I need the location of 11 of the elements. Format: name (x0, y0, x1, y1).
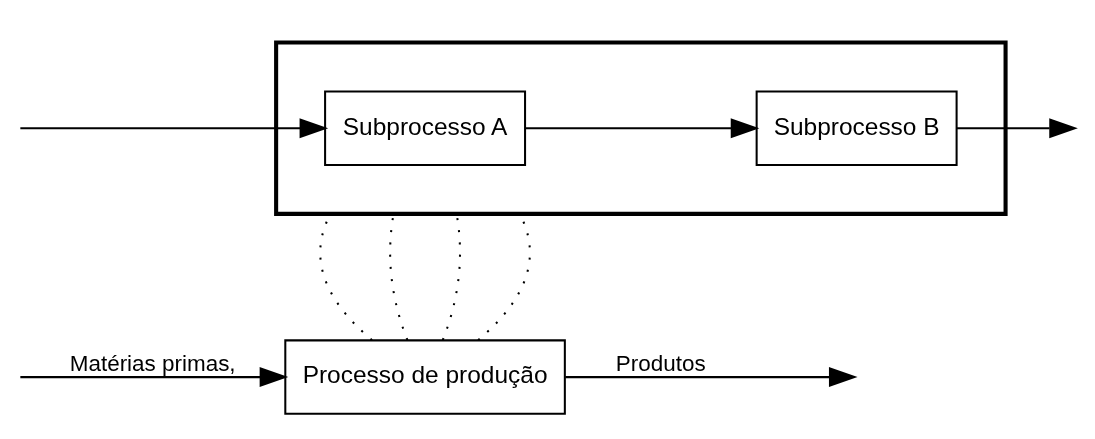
node-box: Subprocesso B (755, 89, 958, 166)
cluster (274, 39, 1008, 216)
arrow (525, 117, 760, 138)
node-box: Processo de produção (284, 338, 566, 415)
edge-label: Matérias primas, (69, 350, 236, 376)
edge-label: Produtos (615, 350, 706, 376)
arrow (956, 117, 1078, 138)
arrow (20, 366, 289, 387)
node-box: Subprocesso A (324, 89, 527, 166)
arrow (20, 117, 329, 138)
arrow (565, 366, 858, 387)
